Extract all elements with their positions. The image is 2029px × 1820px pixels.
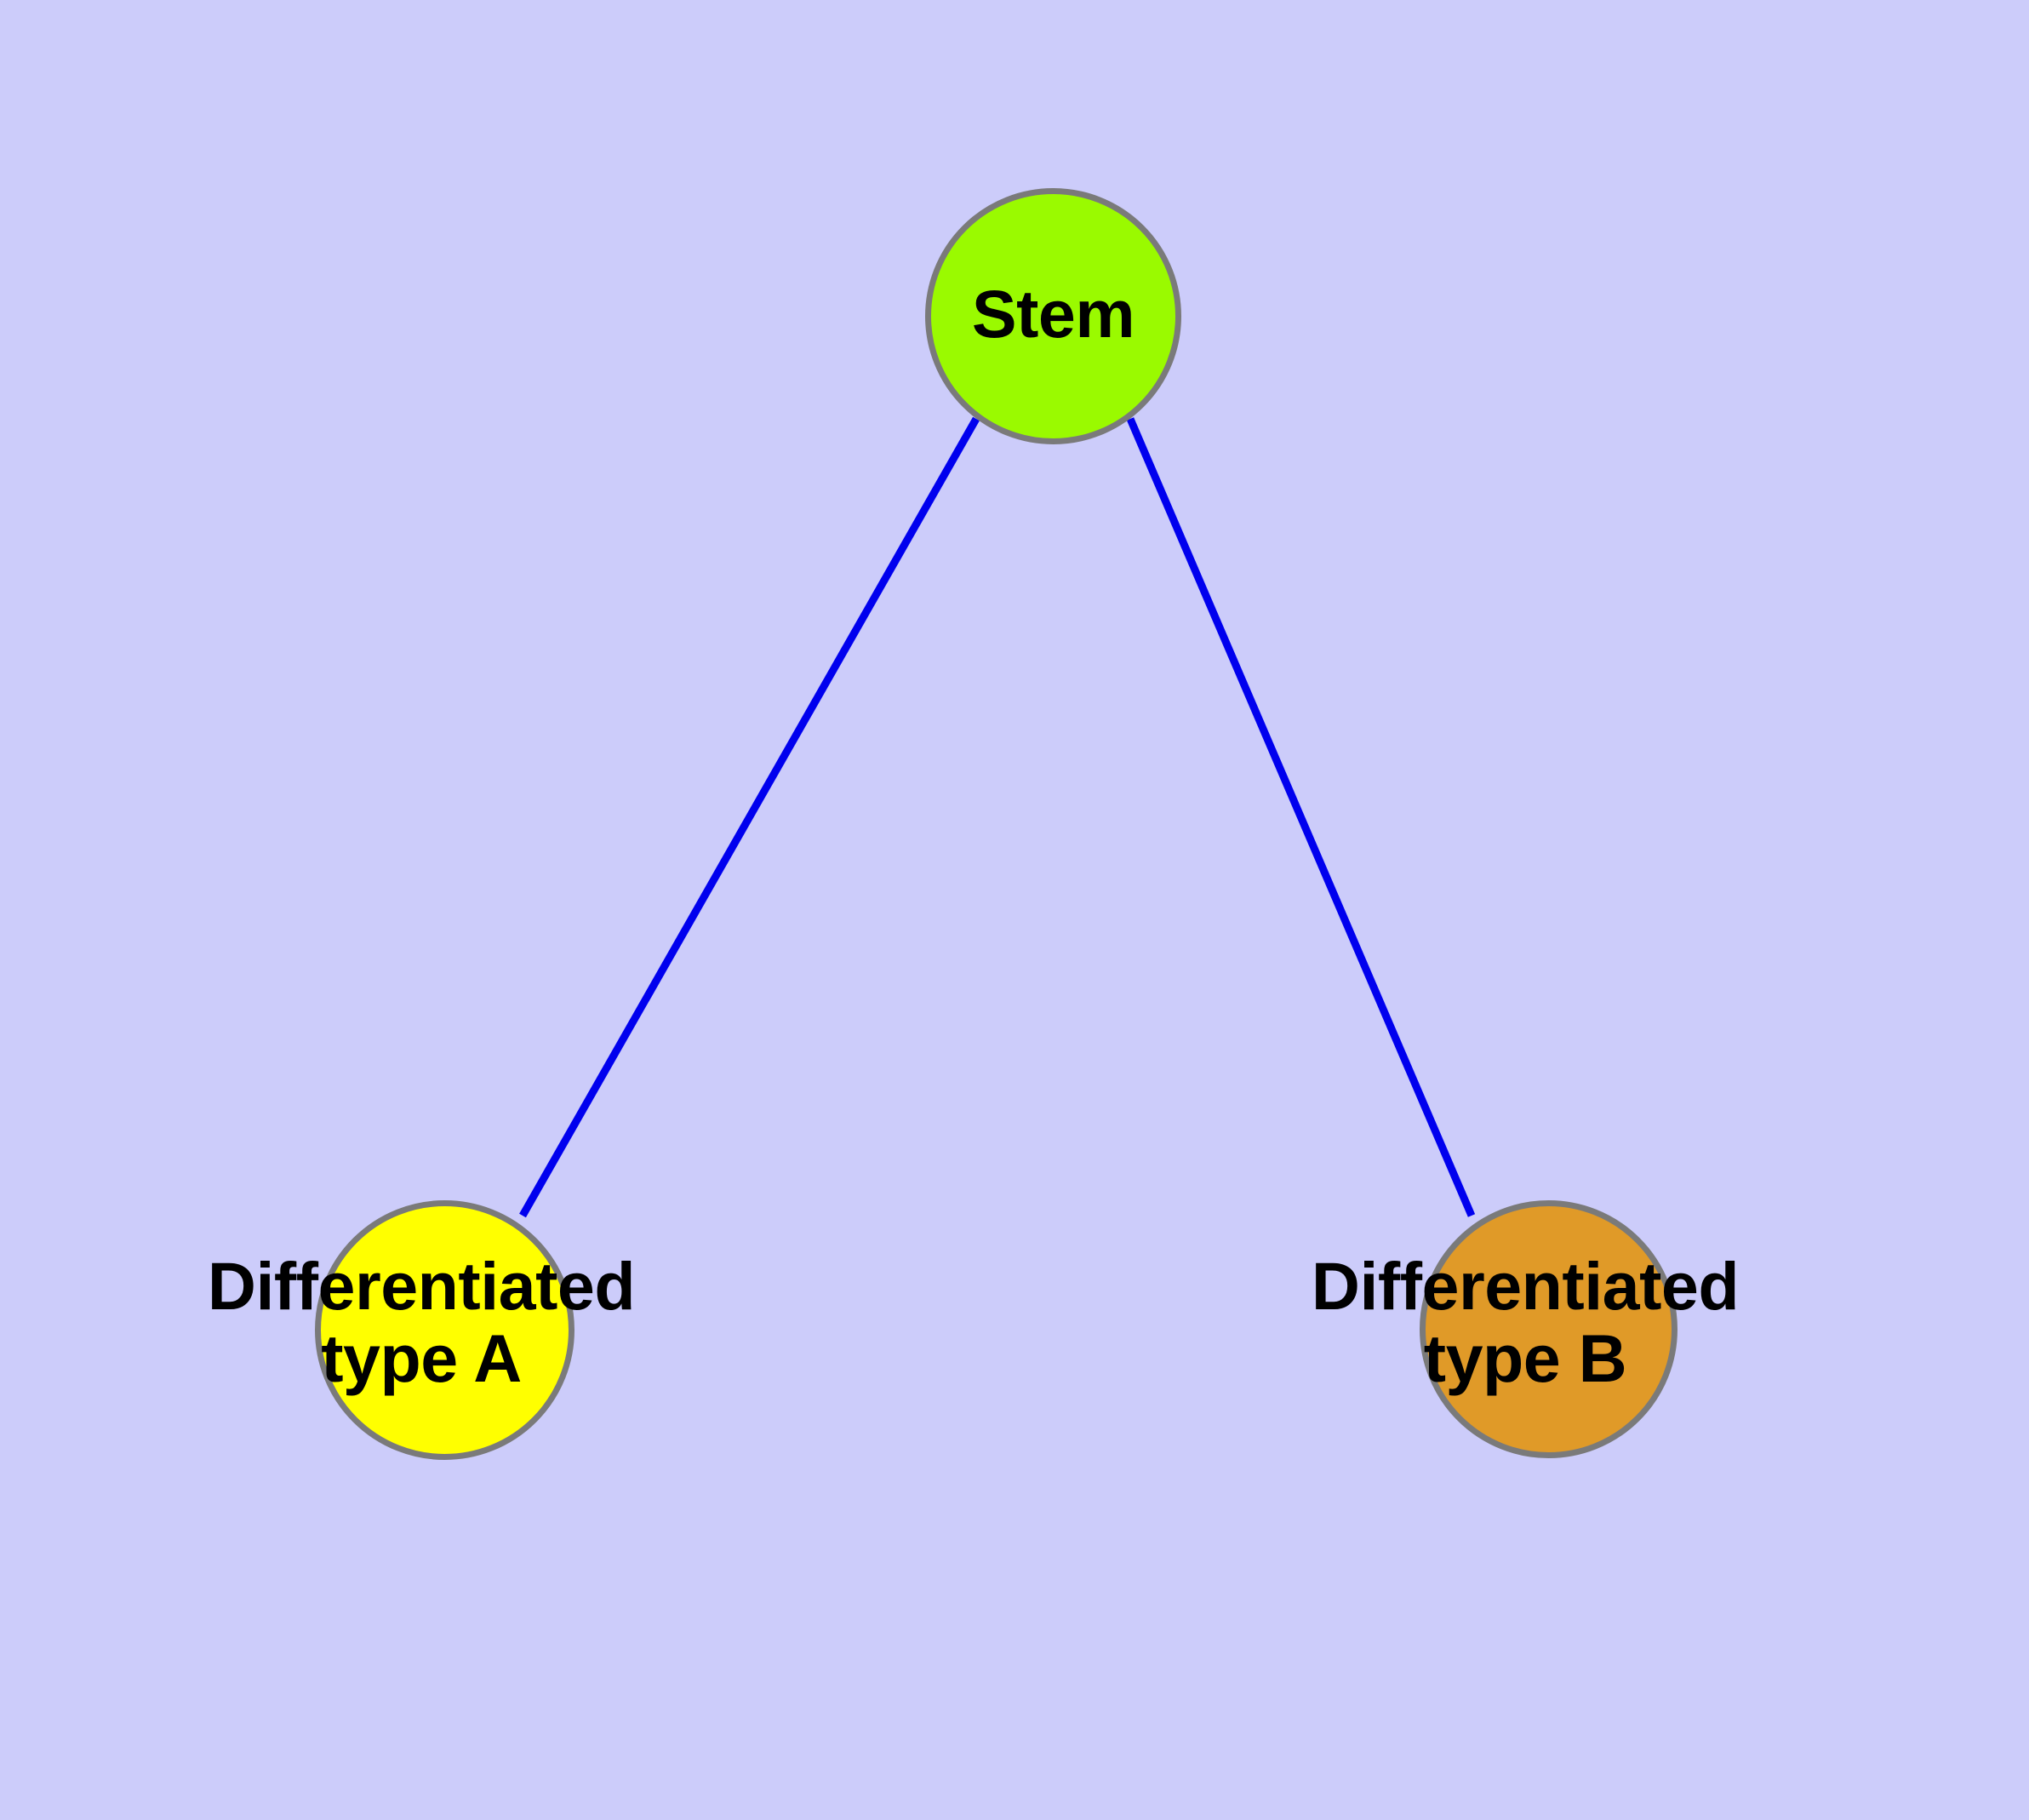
node-stem[interactable] (925, 188, 1181, 444)
node-differentiated-type-a[interactable] (315, 1200, 574, 1460)
edge-stem-to-differentiated-type-b (1126, 417, 1476, 1217)
edge-stem-to-differentiated-type-a (519, 416, 980, 1218)
node-differentiated-type-b[interactable] (1420, 1200, 1677, 1458)
